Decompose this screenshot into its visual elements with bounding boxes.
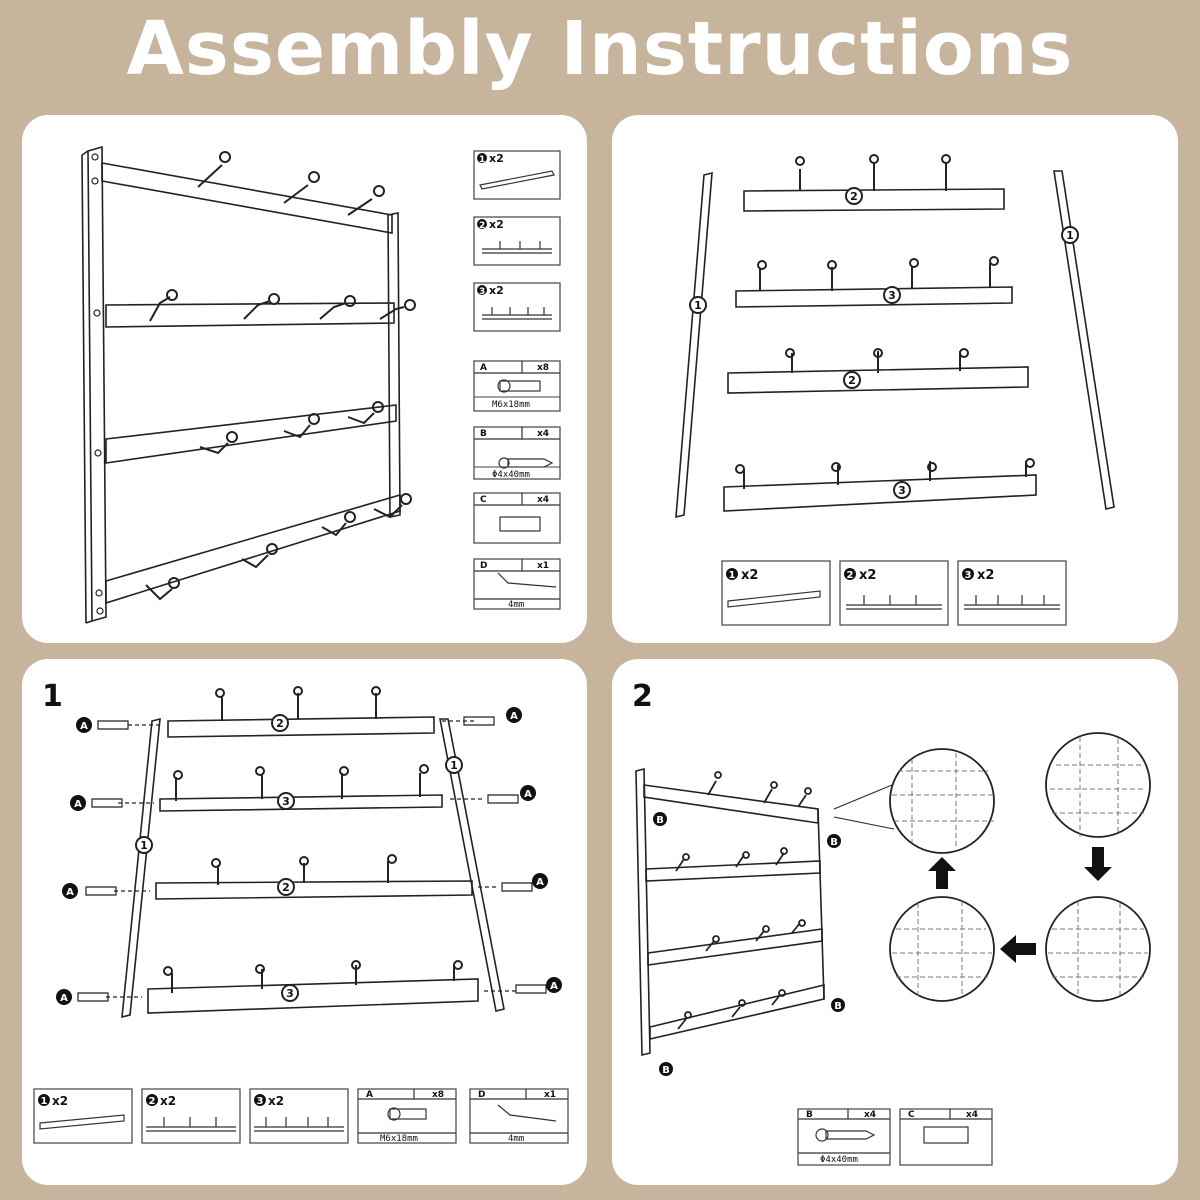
step1-legend-3-qty: x2 (268, 1094, 284, 1108)
legend-1-qty: x2 (741, 568, 758, 583)
legend-3-qty: x2 (977, 568, 994, 583)
hw-A-qty: x8 (537, 363, 549, 373)
step1-part-2b: 2 (282, 881, 290, 894)
part-3-label-a: 3 (888, 289, 896, 302)
hw-B-size: Φ4x40mm (492, 470, 530, 480)
step2-hw-B-size: Φ4x40mm (820, 1155, 858, 1165)
panel-exploded-parts: 2 3 2 3 1 1 1 2 3 x2 x2 x2 (612, 115, 1178, 643)
step1-hw-D-qty: x1 (544, 1090, 556, 1100)
panel-step-2: 2 B (612, 659, 1178, 1185)
part-3-qty: x2 (489, 284, 504, 297)
step1-part-2a: 2 (276, 717, 284, 730)
step1-part-1a: 1 (140, 839, 148, 852)
step-1-drawing: A A A A A A A A 2 3 2 3 1 1 (33, 686, 569, 1144)
screw-A-label-8: A (550, 981, 558, 992)
step1-legend-2-qty: x2 (160, 1094, 176, 1108)
legend-2-qty: x2 (859, 568, 876, 583)
part-2-label-a: 2 (850, 190, 858, 203)
legend-1-number: 1 (729, 570, 736, 581)
step1-hw-A-size: M6x18mm (380, 1134, 418, 1144)
screw-A-label-6: A (536, 877, 544, 888)
step1-hw-D-letter: D (478, 1090, 485, 1100)
screw-A-label-2: A (510, 711, 518, 722)
part-1-label-b: 1 (1066, 229, 1074, 242)
step1-legend-1: 1 (41, 1096, 48, 1107)
step1-hw-A-letter: A (366, 1090, 373, 1100)
step2-hw-B-qty: x4 (864, 1110, 876, 1120)
screw-A-label-1: A (80, 721, 88, 732)
panel-step-1: 1 (22, 659, 587, 1185)
hw-D-size: 4mm (508, 600, 524, 610)
part-3-label-b: 3 (898, 484, 906, 497)
step2-hw-B-letter: B (806, 1110, 813, 1120)
part-2-number: 2 (479, 221, 485, 231)
mount-B-label-2: B (830, 837, 838, 848)
screw-A-label-4: A (524, 789, 532, 800)
step1-part-1b: 1 (450, 759, 458, 772)
part-2-label-b: 2 (848, 374, 856, 387)
assembled-rack-drawing: 1 2 3 x2 x2 x2 A x8 M6x18mm B x4 Φ4x40mm… (81, 145, 561, 624)
mount-B-label-4: B (662, 1065, 670, 1076)
part-1-qty: x2 (489, 152, 504, 165)
panel-assembled-rack: 1 2 3 x2 x2 x2 A x8 M6x18mm B x4 Φ4x40mm… (22, 115, 587, 643)
hw-A-size: M6x18mm (492, 400, 530, 410)
step1-legend-3: 3 (257, 1096, 264, 1107)
step1-legend-2: 2 (149, 1096, 156, 1107)
screw-A-label-3: A (74, 799, 82, 810)
hw-B-qty: x4 (537, 429, 549, 439)
step1-legend-1-qty: x2 (52, 1094, 68, 1108)
step1-hw-A-qty: x8 (432, 1090, 444, 1100)
mount-B-label-3: B (834, 1001, 842, 1012)
legend-3-number: 3 (965, 570, 972, 581)
screw-A-label-5: A (66, 887, 74, 898)
part-2-qty: x2 (489, 218, 504, 231)
part-3-number: 3 (479, 287, 485, 297)
step-2-drawing: B B B B B C (635, 732, 1151, 1166)
step2-hw-C-letter: C (908, 1110, 915, 1120)
mount-B-label-1: B (656, 815, 664, 826)
part-1-number: 1 (479, 155, 485, 165)
exploded-parts-drawing: 2 3 2 3 1 1 1 2 3 x2 x2 x2 (675, 154, 1115, 626)
step1-part-3a: 3 (282, 795, 290, 808)
step1-hw-D-size: 4mm (508, 1134, 524, 1144)
step-1-number: 1 (42, 679, 63, 714)
hw-C-letter: C (480, 495, 487, 505)
hw-A-letter: A (480, 363, 487, 373)
hw-D-qty: x1 (537, 561, 549, 571)
hw-B-letter: B (480, 429, 487, 439)
part-1-label-a: 1 (694, 299, 702, 312)
legend-2-number: 2 (847, 570, 854, 581)
step2-hw-C-qty: x4 (966, 1110, 978, 1120)
page-title: Assembly Instructions (126, 6, 1074, 92)
hw-C-qty: x4 (537, 495, 549, 505)
hw-D-letter: D (480, 561, 487, 571)
screw-A-label-7: A (60, 993, 68, 1004)
step1-part-3b: 3 (286, 987, 294, 1000)
step-2-number: 2 (632, 679, 653, 714)
